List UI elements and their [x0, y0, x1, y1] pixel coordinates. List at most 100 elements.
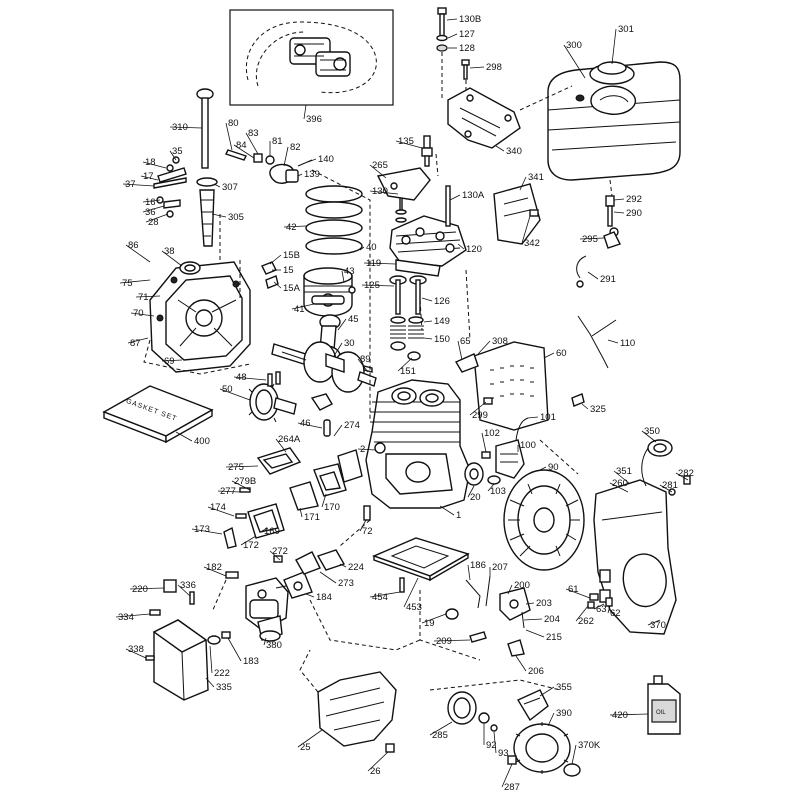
callout-label: 26 [370, 766, 381, 777]
artwork: GASKET SET [102, 7, 691, 777]
callout-80: 80 [225, 118, 239, 151]
callout-301: 301 [611, 24, 634, 65]
callout-leader [421, 297, 433, 302]
callout-leader [283, 146, 289, 167]
callout-leader [125, 244, 151, 263]
callout-leader [263, 637, 267, 646]
callout-206: 206 [515, 655, 544, 677]
callout-leader [527, 416, 539, 419]
callout-leader [341, 270, 345, 283]
callout-leader [565, 588, 591, 599]
callout-200: 200 [507, 580, 530, 595]
callout-leader [477, 340, 491, 355]
callout-leader [607, 605, 611, 614]
governor-parts [225, 149, 313, 184]
callout-leader [225, 122, 233, 151]
callout-leader [449, 194, 461, 201]
callout-204: 204 [523, 614, 560, 625]
callout-leader [207, 506, 235, 517]
callout-leader [613, 211, 625, 214]
callout-295: 295 [579, 234, 605, 245]
callout-351: 351 [613, 466, 632, 485]
callout-leader [225, 465, 259, 468]
callout-label: 220 [132, 584, 148, 595]
callout-label: 299 [472, 410, 488, 421]
callout-leader [579, 237, 605, 240]
callout-83: 83 [245, 128, 259, 155]
callout-label: 65 [460, 336, 471, 347]
callout-label: 41 [294, 304, 305, 315]
callout-17: 17 [140, 171, 159, 182]
callout-224: 224 [339, 562, 364, 573]
callout-leader [423, 337, 433, 340]
callout-label: 17 [143, 171, 154, 182]
callout-leader [501, 763, 513, 788]
callout-100: 100 [517, 440, 536, 452]
callout-20: 20 [467, 485, 481, 503]
callout-leader [439, 505, 455, 516]
callout-label: 80 [228, 118, 239, 129]
piston [303, 267, 356, 317]
callout-label: 370K [578, 740, 601, 751]
callout-label: 291 [600, 274, 616, 285]
callout-label: 203 [536, 598, 552, 609]
callout-262: 262 [575, 605, 594, 627]
callout-2: 2 [357, 444, 377, 455]
callout-leader [142, 199, 161, 203]
callout-label: 287 [504, 782, 520, 793]
callout-leader [127, 337, 149, 344]
callout-leader [423, 320, 433, 323]
callout-169: 169 [261, 526, 280, 537]
callout-75: 75 [119, 278, 151, 289]
callout-150: 150 [423, 334, 450, 345]
callout-leader [659, 484, 673, 493]
callout-leader [140, 175, 159, 181]
callout-leader [291, 303, 315, 310]
callout-299: 299 [469, 401, 488, 421]
callout-380: 380 [263, 637, 282, 651]
callout-400: 400 [175, 431, 210, 447]
callout-350: 350 [641, 426, 660, 443]
callout-label: 265 [372, 160, 388, 171]
callout-leader [369, 164, 387, 179]
callout-leader [333, 342, 343, 357]
callout-label: 93 [498, 748, 509, 759]
cylinder-block [365, 379, 471, 509]
callout-label: 30 [344, 338, 355, 349]
callout-label: 396 [306, 114, 322, 125]
callout-leader [397, 357, 413, 372]
callout-label: 101 [540, 412, 556, 423]
callout-label: 110 [620, 338, 635, 349]
callout-label: 1 [456, 510, 461, 521]
wiring-inset [229, 9, 394, 106]
callout-leader [359, 246, 365, 251]
callout-leader [539, 686, 555, 697]
callout-label: 151 [400, 366, 416, 377]
callout-leader [369, 591, 401, 598]
callout-label: 170 [324, 502, 340, 513]
callout-label: 370 [650, 620, 666, 631]
callout-label: 341 [528, 172, 544, 183]
callout-281: 281 [659, 480, 678, 493]
callout-leader [525, 629, 545, 638]
callout-label: 350 [644, 426, 660, 437]
callout-128: 128 [448, 43, 475, 54]
callout-label: 264A [278, 434, 301, 445]
callout-label: 308 [492, 336, 508, 347]
callout-19: 19 [421, 613, 447, 629]
callout-69: 69 [161, 356, 183, 367]
callout-336: 336 [177, 580, 196, 597]
callout-leader [581, 403, 589, 410]
callout-70: 70 [130, 308, 155, 319]
callout-leader [359, 519, 367, 532]
callout-label: 305 [228, 212, 244, 223]
callout-label: 262 [578, 616, 594, 627]
callout-30: 30 [333, 338, 355, 357]
callout-leader [543, 352, 555, 359]
callout-label: 15 [283, 265, 294, 276]
callout-46: 46 [297, 418, 323, 429]
callout-label: 298 [486, 62, 502, 73]
callout-60: 60 [543, 348, 567, 359]
callout-leader [307, 158, 317, 163]
